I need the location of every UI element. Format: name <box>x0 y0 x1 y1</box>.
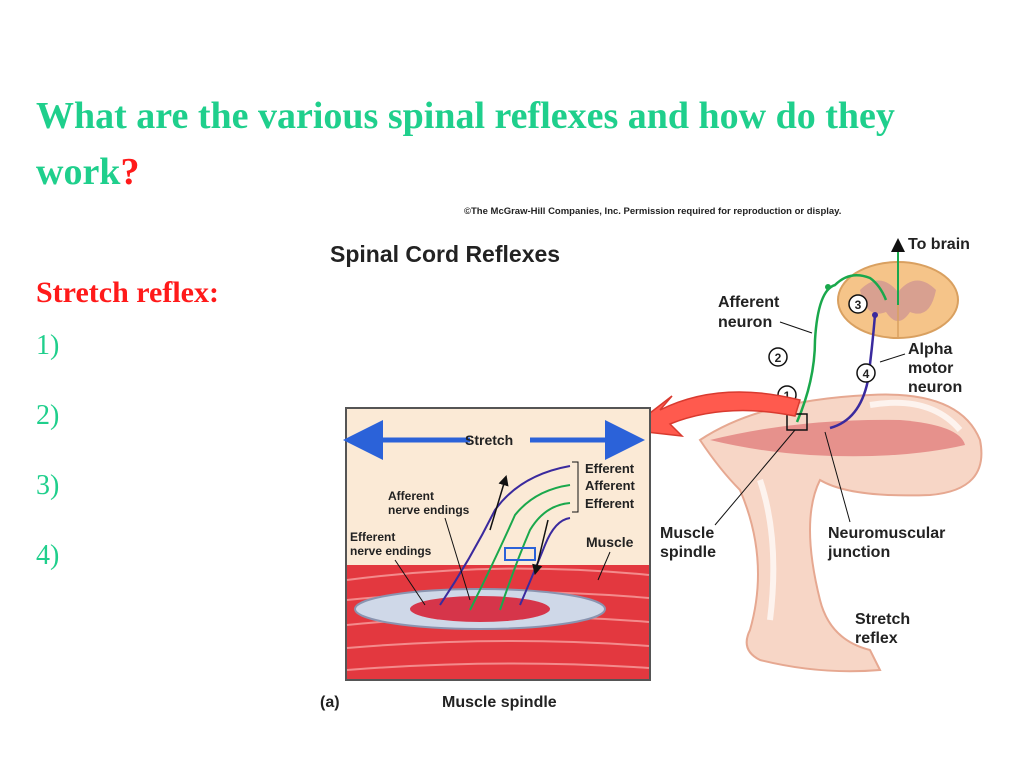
figure-heading: Spinal Cord Reflexes <box>330 241 560 267</box>
muscle-spindle-inset: Stretch Efferent Afferent Efferent Affer… <box>343 407 651 681</box>
label-afferent-endings-line1: Afferent <box>388 489 434 503</box>
label-afferent-neuron-line1: Afferent <box>718 294 780 311</box>
slide-title: What are the various spinal reflexes and… <box>36 88 976 200</box>
label-stretch-reflex-line1: Stretch <box>855 611 910 628</box>
marker-3: 3 <box>855 298 862 312</box>
step-2: 2) <box>36 400 60 431</box>
label-efferent-b: Efferent <box>585 496 635 511</box>
label-muscle-spindle-line1: Muscle <box>660 525 714 542</box>
step-4: 4) <box>36 540 60 571</box>
slide-title-question-mark: ? <box>120 151 140 193</box>
marker-2: 2 <box>775 351 782 365</box>
slide-title-text: What are the various spinal reflexes and… <box>36 95 895 193</box>
label-nmj-line1: Neuromuscular <box>828 525 945 542</box>
marker-1: 1 <box>784 389 791 403</box>
number-markers: 1 2 3 4 <box>768 294 876 405</box>
afferent-neuron-path <box>795 273 888 423</box>
copyright-notice: ©The McGraw-Hill Companies, Inc. Permiss… <box>464 206 841 217</box>
step-1: 1) <box>36 330 60 361</box>
label-afferent-neuron-line2: neuron <box>718 314 772 331</box>
label-efferent-endings-line2: nerve endings <box>350 544 432 558</box>
label-afferent-endings-line2: nerve endings <box>388 503 470 517</box>
label-to-brain: To brain <box>908 236 970 253</box>
label-muscle: Muscle <box>586 534 634 550</box>
stretch-reflex-heading: Stretch reflex: <box>36 276 219 309</box>
marker-4: 4 <box>863 367 870 381</box>
label-alpha-line3: neuron <box>908 379 962 396</box>
label-nmj-line2: junction <box>827 544 890 561</box>
label-efferent-endings-line1: Efferent <box>350 530 395 544</box>
label-alpha-line2: motor <box>908 360 953 377</box>
step-list: 1) 2) 3) 4) <box>36 326 59 606</box>
label-alpha-line1: Alpha <box>908 341 953 358</box>
leg-illustration <box>698 393 983 673</box>
label-stretch-reflex-line2: reflex <box>855 630 898 647</box>
label-panel-a: (a) <box>320 694 340 711</box>
label-stretch: Stretch <box>465 432 513 448</box>
step-3: 3) <box>36 470 60 501</box>
label-efferent-a: Efferent <box>585 461 635 476</box>
label-muscle-spindle-line2: spindle <box>660 544 716 561</box>
label-afferent: Afferent <box>585 478 636 493</box>
spindle-highlight-box <box>786 413 808 431</box>
label-muscle-spindle-caption: Muscle spindle <box>442 694 557 711</box>
